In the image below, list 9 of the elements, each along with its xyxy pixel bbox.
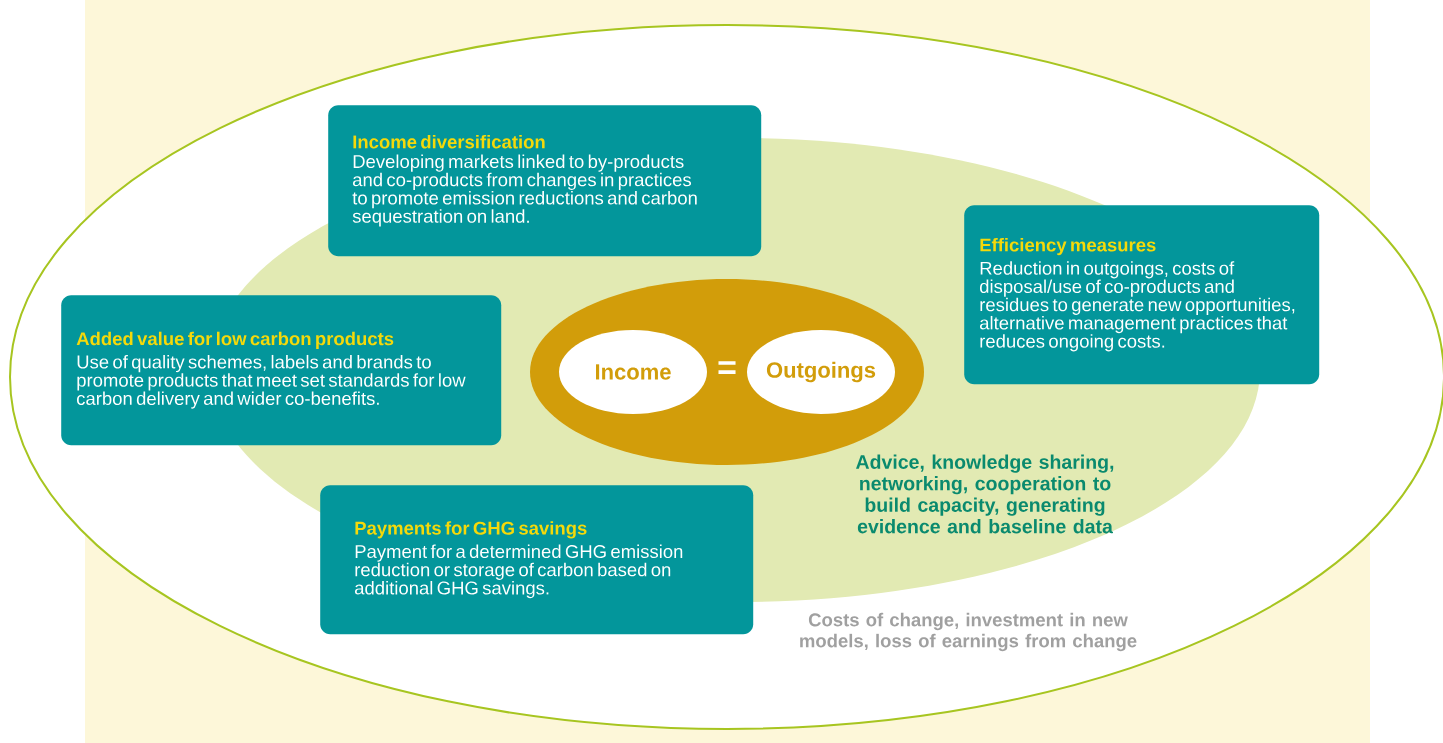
info-box: Income diversification Developing markets linked to by-products and co-products from changes in practices to promote emission reductions and carbon sequestration on land. xyxy=(328,105,762,257)
ellipse-text: Income xyxy=(595,364,671,380)
ellipse-text: Outgoings xyxy=(766,361,876,383)
ellipse-text: = xyxy=(718,361,736,374)
info-box: Added value for low carbon products Use of quality schemes, labels and brands to promote products that meet set standards for low carbon delivery and wider co-benefits. xyxy=(61,295,502,446)
info-box: Efficiency measures Reduction in outgoings, costs of disposal/use of co-products and residues to generate new opportunities, alternative management practices that reduces ongoing costs. xyxy=(964,205,1320,385)
info-box: Payments for GHG savings Payment for a determined GHG emission reduction or storage of carbon based on additional GHG savings. xyxy=(320,485,754,635)
ellipse-text: Advice, knowledge sharing, networking, cooperation to build capacity, generating evidence and baseline data xyxy=(856,454,1114,534)
ellipse-text: Costs of change, investment in new models, loss of earnings from change xyxy=(800,612,1137,652)
